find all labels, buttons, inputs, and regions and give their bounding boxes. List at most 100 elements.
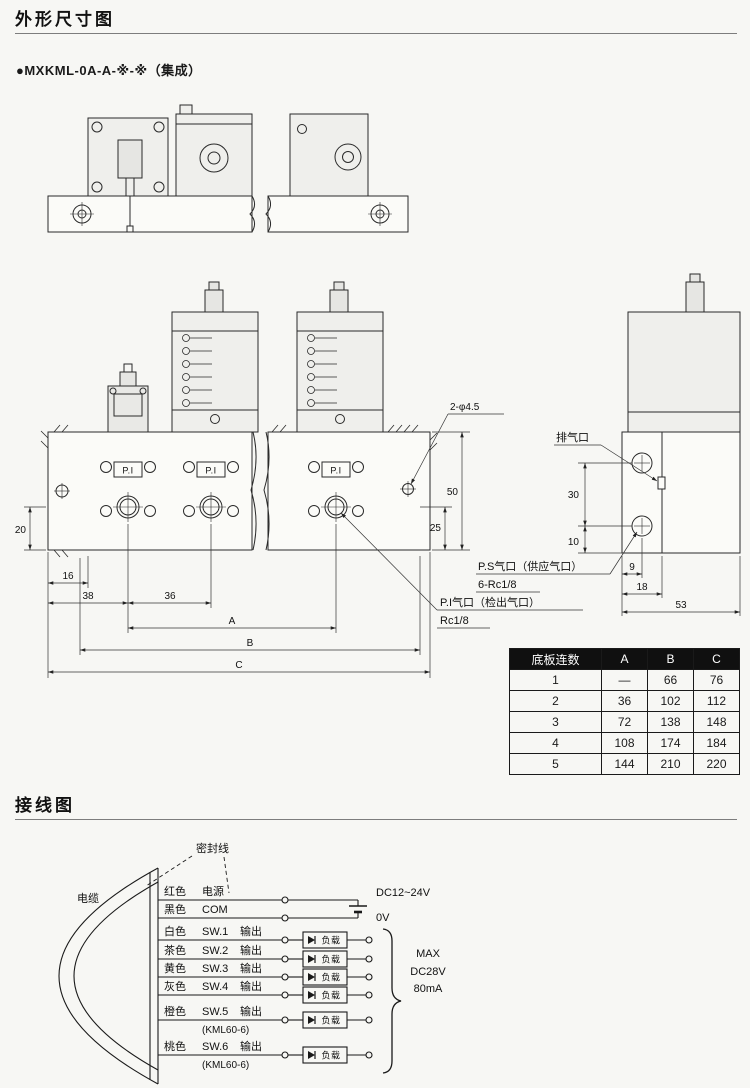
dim-36: 36 [164,591,176,602]
max-label-line1: MAX [416,948,441,960]
section-rule-2 [15,819,737,820]
dim-A: A [229,616,236,627]
dim-C: C [235,660,242,671]
table-cell: 220 [693,753,740,775]
load-label-2: 负载 [321,954,340,965]
table-cell: 1 [509,669,602,691]
wire-6-name: SW.5 [202,1006,228,1018]
table-cell: 174 [647,732,694,754]
table-header-row: 底板连数 A B C [509,648,740,670]
base-plate-table: 底板连数 A B C 1 — 66 76 2 36 102 112 3 72 1… [509,648,740,775]
pi-port-callout-line2: Rc1/8 [440,615,469,627]
battery-symbol [349,900,367,918]
wire-6-note: (KML60-6) [202,1025,249,1036]
load-label-1: 负载 [321,935,340,946]
wire-0-color: 红色 [164,884,186,898]
port-station-3 [308,461,364,522]
wire-7-out: 输出 [240,1039,262,1053]
table-row: 2 36 102 112 [509,690,740,712]
table-cell: 4 [509,732,602,754]
end-mount-hole [400,481,416,497]
dim-16: 16 [62,571,74,582]
wire-6-out: 输出 [240,1004,262,1018]
wire-1-name: COM [202,904,228,916]
table-cell: 210 [647,753,694,775]
wire-2-out: 输出 [240,924,262,938]
dim-20: 20 [15,525,27,536]
load-label-4: 负载 [321,990,340,1001]
port-station-2 [183,461,239,522]
table-cell: — [601,669,648,691]
wire-7-name: SW.6 [202,1041,228,1053]
table-cell: 108 [601,732,648,754]
section-title-dimensions: 外形尺寸图 [15,10,115,29]
table-cell: 138 [647,711,694,733]
wire-4-out: 输出 [240,961,262,975]
left-cross-hole [54,483,70,499]
max-rating-brace [382,928,402,1074]
supply-voltage-label: DC12~24V [376,887,431,899]
dim-B: B [247,638,254,649]
dim-30: 30 [568,490,580,501]
wire-1-color: 黑色 [164,902,186,916]
port-station-1 [100,461,156,522]
zero-volt-label: 0V [376,912,390,924]
dim-38: 38 [82,591,94,602]
wiring-labels: 密封线 电缆 红色 电源 黑色 COM 白色 SW.1 输出 茶色 SW.2 输… [77,841,446,1071]
wire-5-out: 输出 [240,979,262,993]
pilot-component [107,363,149,433]
table-cell: 102 [647,690,694,712]
ps-port-callout-line2: 6-Rc1/8 [478,579,517,591]
table-header-cell: A [601,648,648,670]
table-cell: 36 [601,690,648,712]
wiring-diagram [58,855,402,1085]
table-cell: 76 [693,669,740,691]
wire-3-out: 输出 [240,943,262,957]
hatch-ticks [40,424,438,558]
table-cell: 144 [601,753,648,775]
pi-label-1: P.I [122,466,133,476]
cable-label: 电缆 [77,892,99,905]
drawing-labels: P.I P.I P.I 50 25 20 2-φ4.5 16 38 36 A B… [15,402,687,671]
table-cell: 148 [693,711,740,733]
dim-10: 10 [568,537,580,548]
table-header-cell: B [647,648,694,670]
dim-9: 9 [629,562,635,573]
wire-2-color: 白色 [164,924,186,938]
table-row: 5 144 210 220 [509,753,740,775]
wire-0-name: 电源 [202,884,224,898]
table-cell: 2 [509,690,602,712]
ps-port-callout-line1: P.S气口（供应气口） [478,559,582,573]
table-cell: 184 [693,732,740,754]
table-cell: 112 [693,690,740,712]
table-cell: 72 [601,711,648,733]
table-row: 1 — 66 76 [509,669,740,691]
solenoid-valve-1 [171,281,259,433]
wire-3-name: SW.2 [202,945,228,957]
table-row: 3 72 138 148 [509,711,740,733]
table-header-cell: C [693,648,740,670]
wire-5-name: SW.4 [202,981,228,993]
section-title-wiring: 接线图 [15,796,75,815]
exhaust-callout: 排气口 [556,430,589,444]
pi-label-3: P.I [330,466,341,476]
section-rule-1 [15,33,737,34]
table-row: 4 108 174 184 [509,732,740,754]
seal-wire-label: 密封线 [196,841,229,855]
wire-4-name: SW.3 [202,963,228,975]
pi-port-callout-line1: P.I气口（检出气口） [440,595,540,609]
dim-25: 25 [430,523,442,534]
side-view [621,273,741,554]
seal-leader-lines [145,855,230,894]
dim-18: 18 [636,582,648,593]
wire-7-color: 桃色 [164,1039,186,1053]
wire-5-color: 灰色 [164,979,186,993]
load-label-5: 负载 [321,1015,340,1026]
wire-3-color: 茶色 [164,943,186,957]
hole-callout: 2-φ4.5 [450,402,480,413]
side-dimension-lines [476,444,741,616]
table-cell: 3 [509,711,602,733]
dim-50: 50 [447,487,459,498]
